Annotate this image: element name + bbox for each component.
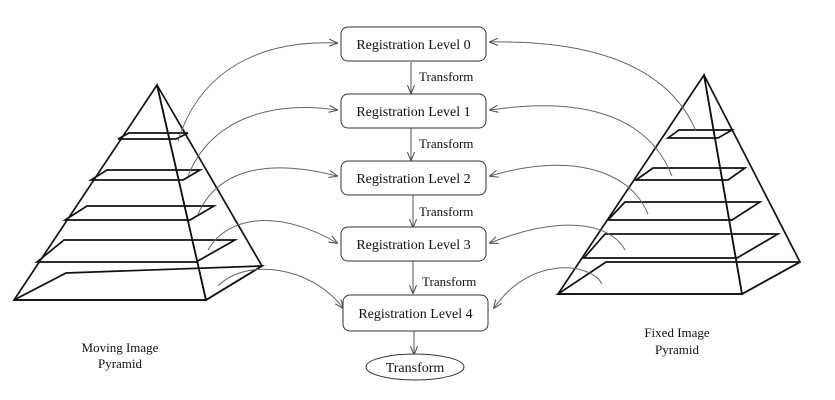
fixed-pyramid-layer xyxy=(582,233,782,259)
fixed-arrow-level-1 xyxy=(490,106,673,177)
fixed-arrow-level-4 xyxy=(494,267,603,308)
moving-arrow-level-0 xyxy=(177,43,337,142)
fixed-arrow-level-2 xyxy=(490,164,649,215)
level-label: Registration Level 1 xyxy=(356,105,470,120)
fixed-arrow-level-0 xyxy=(490,42,697,132)
level-box xyxy=(342,294,489,332)
level-box xyxy=(340,26,487,62)
transform-label: Transform xyxy=(419,69,473,84)
registration-level-1: Registration Level 1 xyxy=(340,93,487,129)
moving-arrow-level-4 xyxy=(217,268,343,308)
transform-arrows xyxy=(411,62,414,354)
fixed-to-level-arrows xyxy=(490,42,697,308)
fixed-pyramid-caption-line2: Pyramid xyxy=(655,342,700,357)
level-label: Registration Level 0 xyxy=(356,38,470,53)
fixed-image-pyramid xyxy=(555,72,802,296)
moving-arrow-level-2 xyxy=(197,167,337,215)
transform-label: Transform xyxy=(422,274,476,289)
registration-level-3: Registration Level 3 xyxy=(340,226,487,262)
moving-pyramid-layer xyxy=(13,265,266,301)
fixed-pyramid-layer xyxy=(633,167,748,181)
moving-pyramid-layer xyxy=(34,239,239,263)
level-label: Registration Level 2 xyxy=(356,172,470,187)
moving-arrow-level-3 xyxy=(207,220,337,251)
moving-pyramid-caption-line2: Pyramid xyxy=(98,356,143,371)
moving-pyramid-caption-line1: Moving Image xyxy=(82,340,159,355)
registration-level-0: Registration Level 0 xyxy=(340,26,487,62)
moving-pyramid-layer xyxy=(117,132,189,140)
fixed-pyramid-caption-line1: Fixed Image xyxy=(644,325,710,340)
registration-level-2: Registration Level 2 xyxy=(340,160,487,196)
level-box xyxy=(340,160,487,196)
moving-image-pyramid xyxy=(12,82,266,302)
fixed-pyramid-layer xyxy=(665,129,736,139)
moving-pyramid-front xyxy=(12,82,208,301)
moving-pyramid-layer xyxy=(62,205,218,221)
fixed-pyramid-layer xyxy=(555,261,801,295)
transform-label: Transform xyxy=(419,204,473,219)
moving-to-level-arrows xyxy=(177,43,343,308)
level-box xyxy=(340,93,487,129)
fixed-pyramid-layer xyxy=(606,201,763,221)
fixed-arrow-level-3 xyxy=(490,224,626,251)
registration-level-4: Registration Level 4 xyxy=(342,294,489,332)
output-label: Transform xyxy=(386,361,445,376)
moving-pyramid-layer xyxy=(88,169,204,181)
transform-label: Transform xyxy=(419,136,473,151)
moving-arrow-level-1 xyxy=(187,108,337,177)
level-box xyxy=(340,226,487,262)
level-label: Registration Level 3 xyxy=(356,238,470,253)
output-ellipse xyxy=(365,353,465,381)
final-transform-output: Transform xyxy=(365,353,465,381)
level-label: Registration Level 4 xyxy=(358,307,472,322)
